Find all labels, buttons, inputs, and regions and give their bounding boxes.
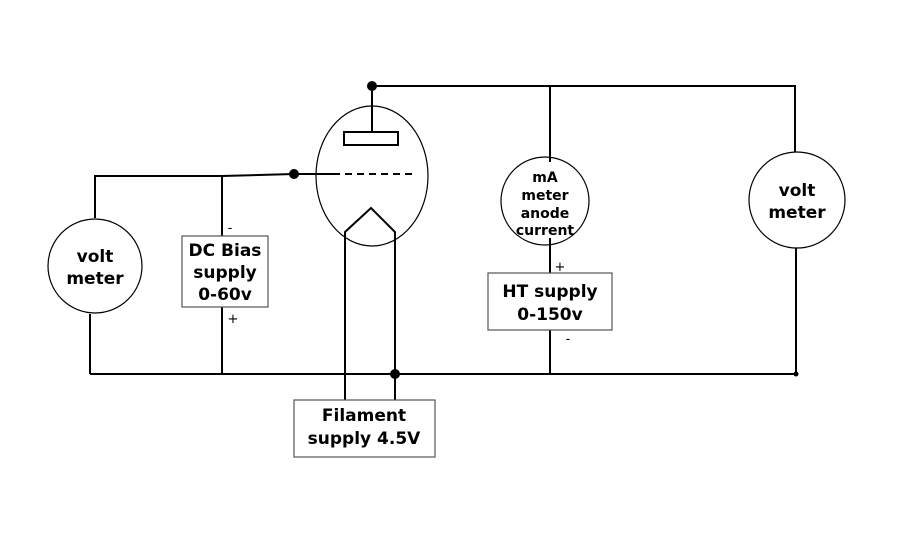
left-voltmeter-circle — [47, 218, 143, 314]
left-voltmeter-top-wire — [94, 175, 222, 218]
grid-connection-wire — [221, 173, 295, 177]
ht-supply: HT supply 0-150v + - — [487, 260, 613, 347]
wires — [89, 85, 797, 375]
dc-bias-label-3: 0-60v — [198, 285, 252, 305]
dc-bias-label-1: DC Bias — [189, 241, 262, 261]
dc-bias-plus-sign: + — [228, 312, 239, 327]
right-voltmeter-label-1: volt — [779, 181, 816, 201]
dc-bias-minus-sign: - — [228, 221, 233, 236]
ht-supply-box — [487, 272, 613, 331]
ma-meter-label-4: current — [516, 223, 575, 239]
filament-supply: Filament supply 4.5V — [293, 399, 436, 458]
left-voltmeter-label-2: meter — [66, 269, 124, 289]
filament-supply-label-2: supply 4.5V — [308, 429, 422, 449]
tube-envelope — [315, 105, 429, 247]
tube-anode-plate — [343, 131, 399, 146]
junctions — [289, 81, 799, 379]
triode-tube — [294, 105, 429, 400]
ma-meter-label-3: anode — [521, 206, 570, 222]
dc-bias-supply: DC Bias supply 0-60v - + — [181, 221, 269, 327]
right-voltmeter-circle — [748, 151, 846, 249]
ma-meter-label-1: mA — [532, 170, 558, 186]
grid-junction-dot — [289, 169, 299, 179]
ht-supply-label-1: HT supply — [502, 282, 597, 302]
top-rail-wire — [372, 85, 796, 152]
filament-junction-dot — [390, 369, 400, 379]
right-corner-dot — [793, 371, 799, 377]
anode-junction-dot — [367, 81, 377, 91]
ht-supply-minus-sign: - — [566, 332, 571, 347]
left-voltmeter: volt meter — [47, 218, 143, 314]
right-voltmeter-label-2: meter — [768, 203, 826, 223]
filament-supply-label-1: Filament — [322, 406, 406, 426]
ht-supply-label-2: 0-150v — [517, 305, 582, 325]
ma-meter-circle — [500, 156, 590, 246]
dc-bias-label-2: supply — [193, 263, 256, 283]
ht-supply-plus-sign: + — [555, 260, 566, 275]
ma-meter-label-2: meter — [521, 188, 568, 204]
dc-bias-box — [181, 235, 269, 308]
left-voltmeter-label-1: volt — [77, 247, 114, 267]
tube-filament — [344, 206, 396, 400]
filament-supply-box — [293, 399, 436, 458]
right-voltmeter: volt meter — [748, 151, 846, 249]
ma-meter: mA meter anode current — [500, 156, 590, 246]
